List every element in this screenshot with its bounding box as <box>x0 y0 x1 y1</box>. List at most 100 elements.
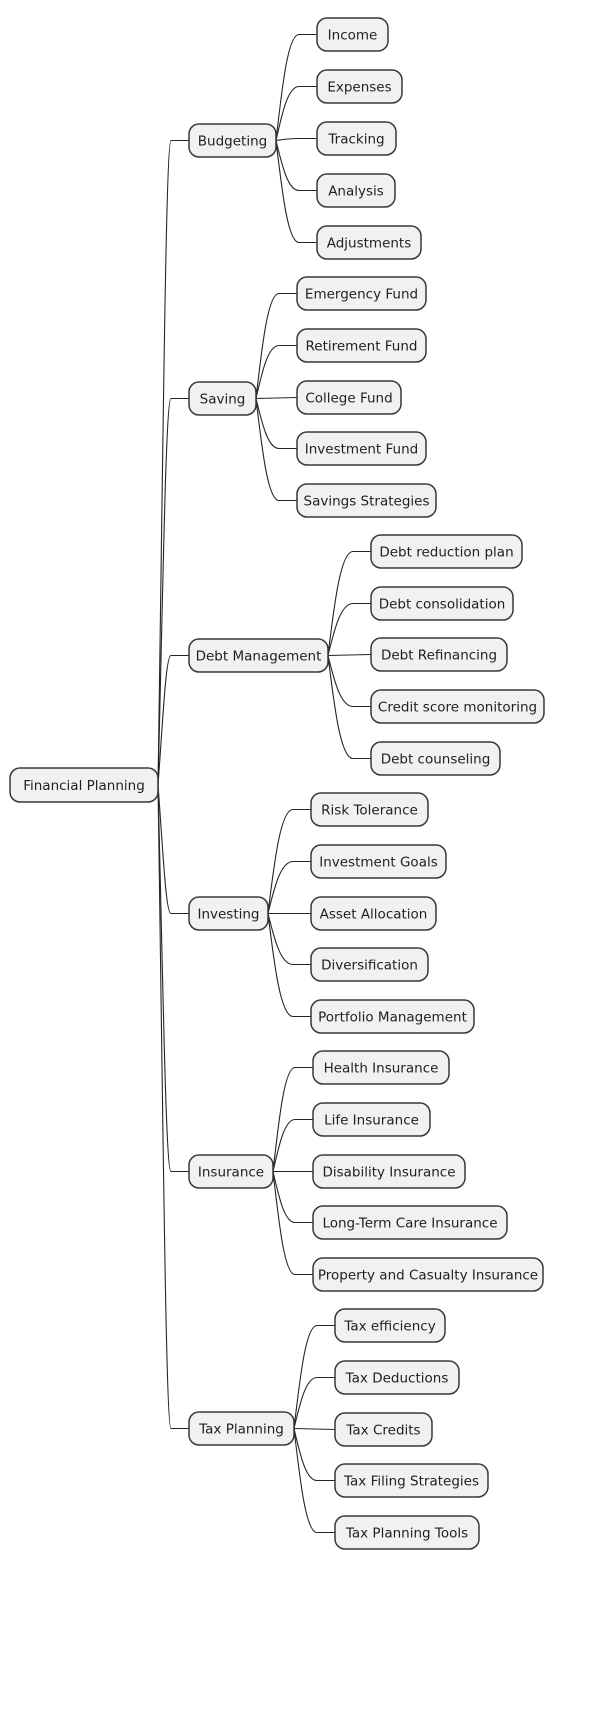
node-financial-planning[interactable]: Financial Planning <box>9 767 159 803</box>
node-debt-consolidation-label: Debt consolidation <box>379 597 506 613</box>
node-risk-tolerance-label: Risk Tolerance <box>321 803 418 819</box>
node-emergency-fund-label: Emergency Fund <box>305 287 418 303</box>
node-tax-planning-tools-box <box>334 1515 480 1550</box>
node-debt-management[interactable]: Debt Management <box>188 638 329 673</box>
node-tax-planning-tools-label: Tax Planning Tools <box>345 1526 468 1542</box>
node-diversification[interactable]: Diversification <box>310 947 429 982</box>
node-tax-planning-tools[interactable]: Tax Planning Tools <box>334 1515 480 1550</box>
node-tax-filing-strategies-label: Tax Filing Strategies <box>343 1474 479 1490</box>
edge-investing-to-risk-tolerance <box>267 808 311 914</box>
node-emergency-fund-box <box>296 276 427 311</box>
node-tracking-label: Tracking <box>327 132 384 148</box>
nodes-layer: Financial Planning Budgeting IncomeExpense… <box>9 17 545 1550</box>
node-investment-fund[interactable]: Investment Fund <box>296 431 427 466</box>
node-tax-credits[interactable]: Tax Credits <box>334 1412 433 1447</box>
edge-saving-to-retirement-fund <box>255 344 297 399</box>
node-savings-strategies[interactable]: Savings Strategies <box>296 483 437 518</box>
node-college-fund[interactable]: College Fund <box>296 380 402 415</box>
node-debt-counseling-box <box>370 741 501 776</box>
node-income-label: Income <box>328 28 378 44</box>
node-tax-deductions-label: Tax Deductions <box>345 1371 449 1387</box>
edge-insurance-to-life-insurance <box>272 1118 313 1172</box>
node-debt-refinancing[interactable]: Debt Refinancing <box>370 637 508 672</box>
node-tracking-box <box>316 121 397 156</box>
node-investment-fund-label: Investment Fund <box>305 442 418 458</box>
node-investing[interactable]: Investing <box>188 896 269 931</box>
node-investment-goals[interactable]: Investment Goals <box>310 844 447 879</box>
node-tax-filing-strategies[interactable]: Tax Filing Strategies <box>334 1463 489 1498</box>
node-tax-efficiency[interactable]: Tax efficiency <box>334 1308 446 1343</box>
node-adjustments[interactable]: Adjustments <box>316 225 422 260</box>
node-tax-planning-label: Tax Planning <box>198 1422 284 1438</box>
node-disability-insurance[interactable]: Disability Insurance <box>312 1154 466 1189</box>
edge-investing-to-portfolio-management <box>267 913 311 1018</box>
node-tax-credits-box <box>334 1412 433 1447</box>
node-debt-consolidation-box <box>370 586 514 621</box>
node-tax-efficiency-box <box>334 1308 446 1343</box>
node-disability-insurance-label: Disability Insurance <box>322 1165 455 1181</box>
node-expenses[interactable]: Expenses <box>316 69 403 104</box>
node-credit-score-monitoring-box <box>370 689 545 724</box>
node-retirement-fund-label: Retirement Fund <box>306 339 418 355</box>
node-emergency-fund[interactable]: Emergency Fund <box>296 276 427 311</box>
node-analysis[interactable]: Analysis <box>316 173 396 208</box>
node-portfolio-management[interactable]: Portfolio Management <box>310 999 475 1034</box>
node-debt-management-box <box>188 638 329 673</box>
edge-tax-planning-to-tax-deductions <box>293 1376 335 1429</box>
node-tax-filing-strategies-box <box>334 1463 489 1498</box>
edge-root-to-insurance <box>157 784 189 1173</box>
node-budgeting-label: Budgeting <box>198 134 267 150</box>
node-tax-planning[interactable]: Tax Planning <box>188 1411 295 1446</box>
edge-root-to-saving <box>157 397 189 786</box>
edge-budgeting-to-analysis <box>275 140 317 192</box>
node-property-casualty-box <box>312 1257 544 1292</box>
node-budgeting[interactable]: Budgeting <box>188 123 277 158</box>
node-health-insurance-label: Health Insurance <box>324 1061 439 1077</box>
edge-root-to-investing <box>157 784 189 915</box>
node-longterm-care-label: Long-Term Care Insurance <box>322 1216 497 1232</box>
node-investing-box <box>188 896 269 931</box>
edge-debt-management-to-debt-reduction-plan <box>327 550 371 656</box>
node-tracking[interactable]: Tracking <box>316 121 397 156</box>
node-risk-tolerance[interactable]: Risk Tolerance <box>310 792 429 827</box>
node-income-box <box>316 17 389 52</box>
node-longterm-care[interactable]: Long-Term Care Insurance <box>312 1205 508 1240</box>
node-credit-score-monitoring[interactable]: Credit score monitoring <box>370 689 545 724</box>
node-retirement-fund[interactable]: Retirement Fund <box>296 328 427 363</box>
node-debt-refinancing-label: Debt Refinancing <box>381 648 497 664</box>
edge-tax-planning-to-tax-efficiency <box>293 1324 335 1429</box>
edge-tax-planning-to-tax-planning-tools <box>293 1428 335 1534</box>
node-tax-deductions[interactable]: Tax Deductions <box>334 1360 460 1395</box>
node-expenses-label: Expenses <box>327 80 391 96</box>
edge-saving-to-emergency-fund <box>255 292 297 399</box>
node-life-insurance[interactable]: Life Insurance <box>312 1102 431 1137</box>
node-tax-credits-label: Tax Credits <box>345 1423 420 1439</box>
node-investing-label: Investing <box>197 907 259 923</box>
node-saving[interactable]: Saving <box>188 381 257 416</box>
node-health-insurance[interactable]: Health Insurance <box>312 1050 450 1085</box>
edge-debt-management-to-credit-score-monitoring <box>327 655 371 708</box>
node-debt-counseling-label: Debt counseling <box>381 752 491 768</box>
node-savings-strategies-label: Savings Strategies <box>304 494 430 510</box>
node-insurance[interactable]: Insurance <box>188 1154 274 1189</box>
edge-tax-planning-to-tax-credits <box>293 1427 336 1431</box>
node-property-casualty[interactable]: Property and Casualty Insurance <box>312 1257 544 1292</box>
node-credit-score-monitoring-label: Credit score monitoring <box>378 700 537 716</box>
node-asset-allocation[interactable]: Asset Allocation <box>310 896 437 931</box>
node-debt-counseling[interactable]: Debt counseling <box>370 741 501 776</box>
edge-insurance-to-property-casualty <box>272 1171 313 1276</box>
node-debt-reduction-plan[interactable]: Debt reduction plan <box>370 534 523 569</box>
node-financial-planning-label: Financial Planning <box>23 778 145 794</box>
edge-debt-management-to-debt-counseling <box>327 655 371 760</box>
node-debt-reduction-plan-box <box>370 534 523 569</box>
node-debt-consolidation[interactable]: Debt consolidation <box>370 586 514 621</box>
node-investment-goals-label: Investment Goals <box>319 855 438 871</box>
node-adjustments-label: Adjustments <box>327 236 412 252</box>
node-budgeting-box <box>188 123 277 158</box>
node-investment-goals-box <box>310 844 447 879</box>
edge-investing-to-diversification <box>267 913 311 966</box>
node-saving-box <box>188 381 257 416</box>
node-adjustments-box <box>316 225 422 260</box>
node-income[interactable]: Income <box>316 17 389 52</box>
edge-root-to-debt-management <box>157 654 189 786</box>
